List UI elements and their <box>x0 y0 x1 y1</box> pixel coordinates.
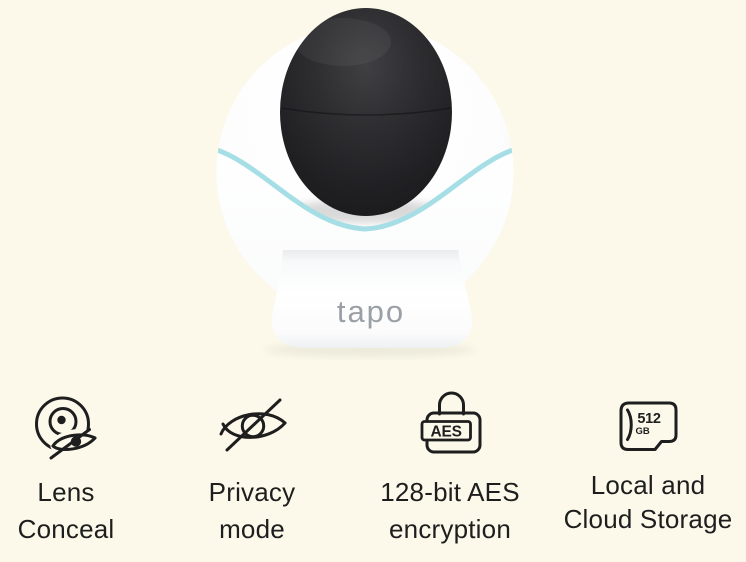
sd-card-icon: 512 GB <box>619 401 678 451</box>
feature-label: Lens Conceal <box>0 474 161 548</box>
feature-aes-encryption: AES 128-bit AES encryption <box>355 384 545 548</box>
feature-label-line1: 128-bit AES <box>380 477 520 507</box>
camera-product-image: tapo <box>215 0 515 360</box>
camera-accent-ring <box>216 144 514 232</box>
feature-label-line1: Lens <box>37 477 95 507</box>
camera-illustration: tapo <box>216 8 514 357</box>
camera-lens-seam <box>280 107 452 116</box>
feature-label-line2: Conceal <box>17 514 115 544</box>
eye-slash <box>225 398 282 452</box>
eye-pupil-ring <box>240 413 266 439</box>
eye-upper-lid <box>51 433 97 448</box>
lens-center-dot <box>57 415 66 425</box>
feature-label-line2: Cloud Storage <box>563 504 733 534</box>
tapo-logo: tapo <box>337 294 405 329</box>
feature-label-line2: mode <box>219 514 285 544</box>
privacy-mode-icon <box>219 398 287 452</box>
lens-highlight <box>295 18 391 66</box>
lens-conceal-icon <box>35 396 98 460</box>
sd-card-curve-mark <box>626 408 633 441</box>
camera-base <box>272 250 472 348</box>
sd-capacity-unit: GB <box>636 426 650 437</box>
camera-lens <box>280 8 452 216</box>
sd-capacity-number: 512 <box>637 411 661 427</box>
feature-label: Privacy mode <box>157 474 347 548</box>
feature-label-line1: Privacy <box>208 477 296 507</box>
aes-lock-icon: AES <box>420 391 482 454</box>
feature-lens-conceal: Lens Conceal <box>0 384 161 548</box>
feature-label: Local and Cloud Storage <box>553 468 743 536</box>
sd-card-outline <box>619 401 678 451</box>
feature-label-line2: encryption <box>389 514 511 544</box>
feature-label-line1: Local and <box>590 470 706 500</box>
feature-label: 128-bit AES encryption <box>355 474 545 548</box>
eye-lower-lid <box>51 436 97 451</box>
lock-shackle <box>438 391 465 416</box>
eye-slash <box>49 428 91 460</box>
feature-privacy-mode: Privacy mode <box>157 384 347 548</box>
feature-storage: 512 GB Local and Cloud Storage <box>553 384 743 536</box>
aes-label-text: AES <box>431 424 462 441</box>
aes-label-plate <box>420 420 472 442</box>
